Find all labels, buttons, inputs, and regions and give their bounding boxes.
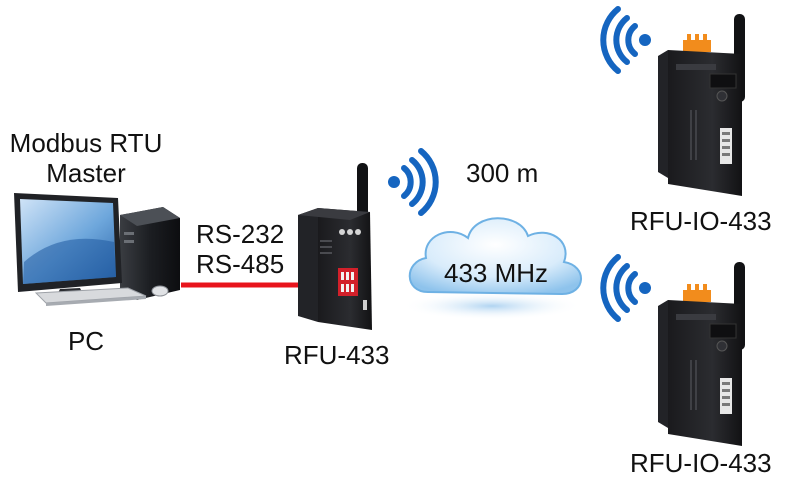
master-title-line2: Master (46, 158, 126, 188)
rfu-io-433-module-icon (600, 254, 745, 446)
gateway-label: RFU-433 (284, 340, 390, 370)
frequency-label: 433 MHz (444, 258, 549, 288)
pc-label: PC (67, 326, 105, 356)
rfu-io-433-module-icon (600, 6, 745, 196)
serial-label-rs485: RS-485 (196, 249, 285, 279)
rfu-433-module-icon (298, 163, 372, 330)
range-label: 300 m (466, 158, 539, 188)
remote-unit-label: RFU-IO-433 (630, 448, 772, 478)
remote-unit-label: RFU-IO-433 (630, 206, 772, 236)
serial-label-rs232: RS-232 (196, 219, 285, 249)
master-title-line1: Modbus RTU (9, 128, 163, 158)
wifi-signal-icon (388, 148, 439, 216)
cloud-icon (402, 217, 582, 320)
desktop-pc-icon (14, 193, 180, 306)
